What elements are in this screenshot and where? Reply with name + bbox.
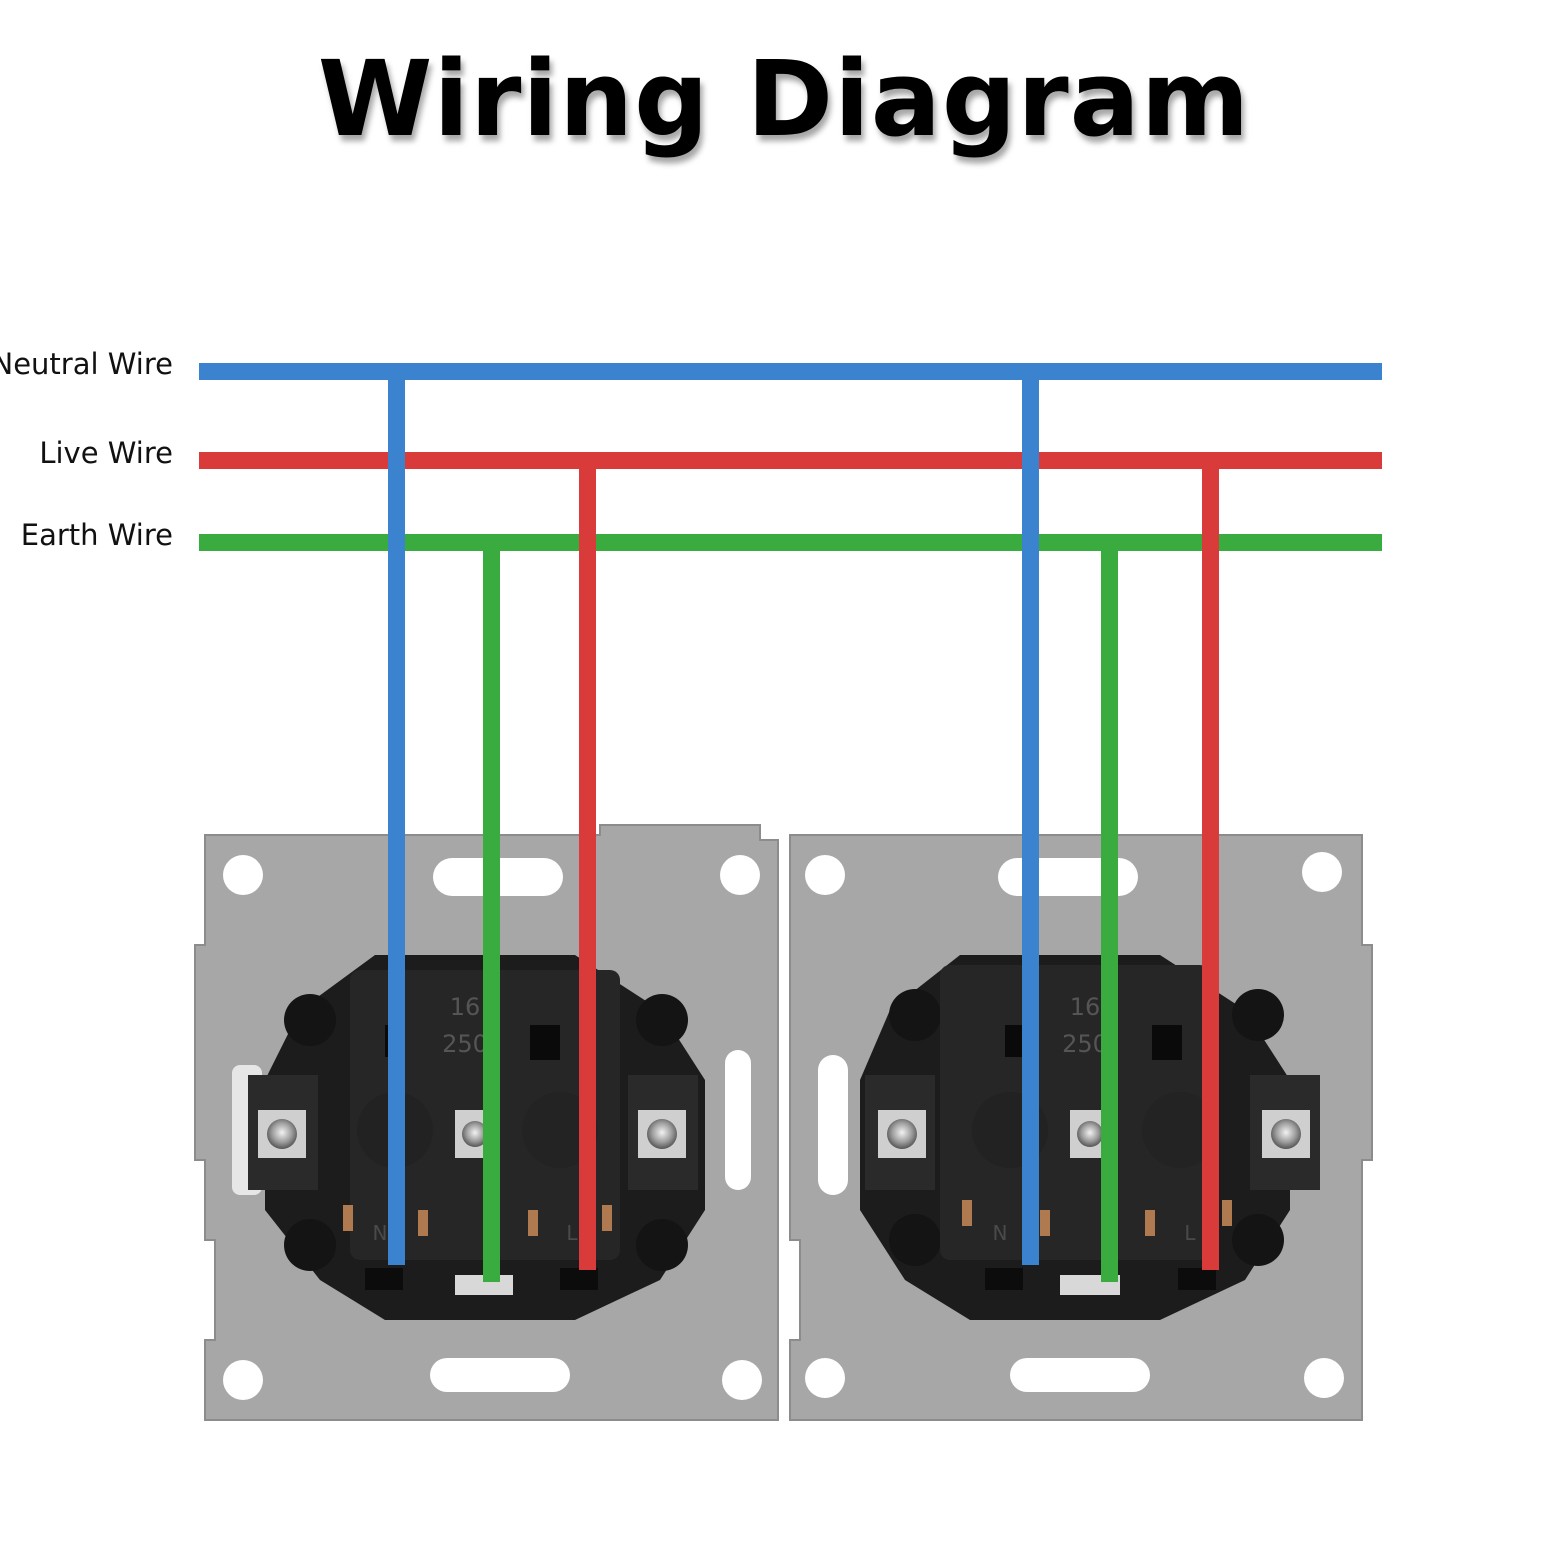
mounting-slot [430,1358,570,1392]
live-drop-wire-2 [1202,460,1219,1270]
mounting-hole [223,1360,263,1400]
live-bus-wire [199,452,1382,469]
screw-icon [1077,1121,1103,1147]
screw-icon [887,1119,917,1149]
mounting-slot [1010,1358,1150,1392]
screw-icon [1271,1119,1301,1149]
mounting-slot [818,1055,848,1195]
socket-module-2: 16 250 N L [789,834,1373,1421]
live-wire-label: Live Wire [39,436,173,470]
earth-drop-wire-1 [483,542,500,1282]
neutral-drop-wire-1 [388,370,405,1265]
socket-rating-top: 16 [450,993,481,1021]
wires [199,363,1382,1282]
mounting-hole [1304,1358,1344,1398]
socket-rating-top: 16 [1070,993,1101,1021]
terminal-label-neutral: N [373,1221,388,1245]
mounting-hole [805,1358,845,1398]
screw-icon [462,1121,488,1147]
earth-drop-wire-2 [1101,542,1118,1282]
mounting-hole [805,855,845,895]
neutral-wire-label: Neutral Wire [0,347,173,381]
socket-rating-bottom: 250 [1062,1030,1108,1058]
mounting-hole [1302,852,1342,892]
mounting-hole [722,1360,762,1400]
mounting-hole [720,855,760,895]
mounting-hole [223,855,263,895]
mounting-slot [725,1050,751,1190]
screw-icon [647,1119,677,1149]
diagram-title: Wiring Diagram [317,38,1251,160]
earth-wire-label: Earth Wire [20,518,173,552]
screw-icon [267,1119,297,1149]
neutral-drop-wire-2 [1022,370,1039,1265]
terminal-label-live: L [1184,1221,1196,1245]
neutral-bus-wire [199,363,1382,380]
terminal-label-neutral: N [993,1221,1008,1245]
live-drop-wire-1 [579,460,596,1270]
socket-rating-bottom: 250 [442,1030,488,1058]
terminal-label-live: L [566,1221,578,1245]
